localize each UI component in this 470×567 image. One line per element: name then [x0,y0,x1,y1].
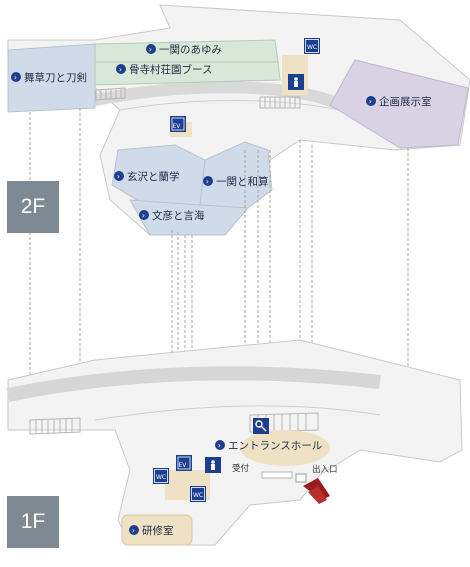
label-ichinoseki-wasan: › 一関と和算 [203,175,269,188]
label-ichinoseki-history: › 一関のあゆみ [146,44,222,56]
svg-text:›: › [206,177,209,186]
svg-text:玄沢と蘭学: 玄沢と蘭学 [127,170,180,183]
svg-text:エントランスホール: エントランスホール [228,440,322,452]
elevator-icon: EV [170,116,186,132]
pin-icon: › [11,72,21,82]
svg-text:›: › [149,45,152,54]
key-icon [253,418,269,434]
pin-icon: › [129,525,139,535]
svg-text:WC: WC [307,44,317,51]
pin-icon: › [366,96,376,106]
label-honderaji-booth: › 骨寺村荘園ブース [116,63,212,76]
wc-icon: WC [304,38,320,54]
pin-icon: › [215,440,225,450]
wc-icon: WC [190,486,206,502]
svg-text:企画展示室: 企画展示室 [379,95,432,108]
wc-icon: WC [153,468,169,484]
floor-badge-1f: 1F [7,496,59,548]
svg-text:一関と和算: 一関と和算 [216,175,269,188]
pin-icon: › [139,210,149,220]
svg-text:WC: WC [193,492,203,499]
label-gentaku-rangaku: › 玄沢と蘭学 [114,170,180,183]
wheelchair-icon [288,74,304,90]
svg-text:›: › [117,172,120,181]
room-special-exhibition[interactable] [329,59,469,149]
pin-icon: › [146,44,156,54]
floor-1f [6,339,463,546]
room-bungen-genkai[interactable] [129,199,250,236]
svg-text:›: › [14,73,17,82]
elevator-icon: EV [176,455,192,471]
svg-text:›: › [142,211,145,220]
floor-2f [7,4,470,236]
wheelchair-icon [205,457,221,473]
svg-text:研修室: 研修室 [142,524,174,537]
label-dance-sword: › 舞草刀と刀剣 [11,72,87,84]
entrance-arrow [303,478,330,504]
svg-text:一関のあゆみ: 一関のあゆみ [159,44,222,56]
svg-text:›: › [218,441,221,450]
entrance-hall-area [240,430,330,466]
svg-text:骨寺村荘園ブース: 骨寺村荘園ブース [129,63,212,76]
pin-icon: › [116,64,126,74]
svg-text:文彦と言海: 文彦と言海 [152,209,205,222]
svg-text:›: › [119,65,122,74]
floor-badge-2f: 2F [7,181,59,233]
label-entrance: 出入口 [312,464,338,475]
room-honderaji-booth[interactable] [94,61,281,86]
reception-desk [261,471,293,479]
label-special-exhibition: › 企画展示室 [366,95,432,108]
svg-text:WC: WC [156,474,166,481]
svg-text:舞草刀と刀剣: 舞草刀と刀剣 [24,72,87,84]
room-training[interactable] [121,514,193,546]
label-reception: 受付 [232,463,250,474]
pin-icon: › [203,176,213,186]
svg-text:EV: EV [179,462,188,469]
label-bungen-genkai: › 文彦と言海 [139,209,205,222]
svg-text:›: › [369,97,372,106]
svg-text:›: › [132,526,135,535]
room-dance-sword[interactable] [7,43,96,113]
label-entrance-hall: › エントランスホール [215,440,322,452]
pin-icon: › [114,171,124,181]
entrance-door [295,473,307,483]
label-training-room: › 研修室 [129,524,174,537]
svg-text:EV: EV [173,123,182,130]
